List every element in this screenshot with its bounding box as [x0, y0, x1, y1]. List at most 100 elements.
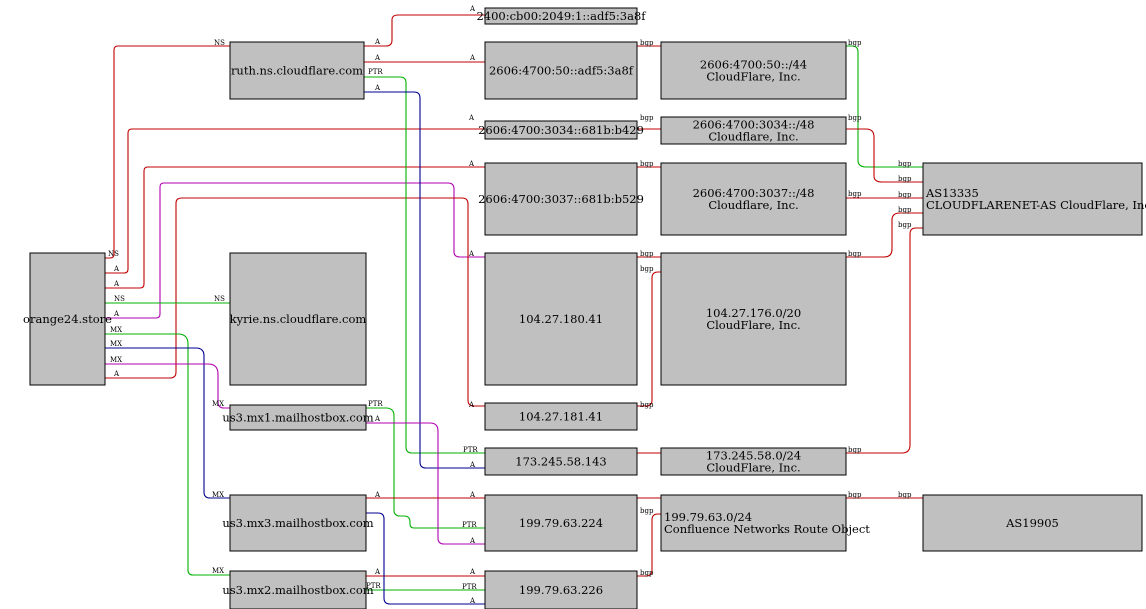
edge-red-4	[105, 197, 485, 407]
node-box	[922, 494, 1143, 552]
node-ip6_ruth_b[interactable]: 2606:4700:50::adf5:3a8f	[484, 41, 638, 100]
edge-label-bgp: bgp	[640, 39, 654, 47]
edge-blue-7	[105, 347, 230, 499]
node-label: 2606:4700:3037::681b:b529	[478, 192, 644, 206]
edge-label-bgp: bgp	[640, 265, 654, 273]
node-ip4_181[interactable]: 104.27.181.41	[484, 402, 638, 431]
node-as19905[interactable]: AS19905	[922, 494, 1143, 552]
edge-blue-12	[364, 91, 485, 469]
edge-label-ptr: PTR	[368, 400, 383, 408]
node-box	[484, 41, 638, 100]
edge-label-bgp: bgp	[640, 160, 654, 168]
node-box	[660, 252, 847, 386]
edge-green-6	[105, 333, 230, 576]
node-box	[660, 116, 847, 145]
nodes-layer: orange24.store ruth.ns.cloudflare.com kyri…	[23, 7, 1146, 609]
node-label: 2606:4700:3037::/48	[693, 186, 815, 200]
node-label: 199.79.63.226	[519, 583, 603, 597]
node-ip6_ruth_a[interactable]: 2400:cb00:2049:1::adf5:3a8f	[476, 7, 646, 25]
edge-red-2	[105, 166, 485, 289]
edge-label-bgp: bgp	[640, 114, 654, 122]
edge-label-bgp: bgp	[898, 491, 912, 499]
node-mx3[interactable]: us3.mx3.mailhostbox.com	[222, 494, 374, 552]
node-ip6_b429[interactable]: 2606:4700:3034::681b:b429	[478, 120, 644, 140]
node-box	[29, 252, 106, 386]
node-orange24[interactable]: orange24.store	[23, 252, 112, 386]
edge-red-29	[846, 128, 923, 183]
node-label: 2400:cb00:2049:1::adf5:3a8f	[476, 9, 646, 23]
node-ip4_226[interactable]: 199.79.63.226	[484, 570, 638, 609]
edge-red-27	[637, 513, 661, 577]
edge-label-mx: MX	[110, 356, 122, 364]
node-ip4_173[interactable]: 173.245.58.143	[484, 447, 638, 476]
node-ip4_180[interactable]: 104.27.180.41	[484, 252, 638, 386]
edge-label-a: A	[113, 280, 120, 288]
node-label: 2606:4700:3034::/48	[693, 118, 815, 132]
edge-red-31	[846, 212, 923, 258]
node-mx2[interactable]: us3.mx2.mailhostbox.com	[222, 570, 374, 609]
edge-label-a: A	[469, 597, 476, 605]
edge-label-a: A	[374, 54, 381, 62]
edge-magenta-8	[105, 363, 230, 409]
node-label: CloudFlare, Inc.	[706, 318, 800, 332]
edge-label-a: A	[468, 250, 475, 258]
edge-magenta-3	[105, 182, 485, 319]
edge-label-a: A	[469, 491, 476, 499]
edge-label-mx: MX	[110, 340, 122, 348]
edge-label-a: A	[468, 114, 475, 122]
edge-label-a: A	[469, 537, 476, 545]
node-box	[922, 162, 1143, 236]
edge-label-bgp: bgp	[848, 250, 862, 258]
node-label: Cloudflare, Inc.	[708, 130, 798, 144]
edge-label-bgp: bgp	[640, 401, 654, 409]
edge-green-11	[364, 76, 485, 454]
node-box	[229, 494, 367, 552]
node-box	[660, 447, 847, 476]
node-label: 199.79.63.0/24	[664, 510, 752, 524]
node-label: CloudFlare, Inc.	[706, 70, 800, 84]
node-label: 173.245.58.0/24	[706, 449, 801, 463]
node-label: CloudFlare, Inc.	[706, 461, 800, 475]
edge-label-bgp: bgp	[898, 175, 912, 183]
node-label: us3.mx2.mailhostbox.com	[222, 583, 373, 597]
edge-label-bgp: bgp	[640, 507, 654, 515]
edge-label-a: A	[374, 84, 381, 92]
node-box	[484, 120, 638, 140]
node-kyrie[interactable]: kyrie.ns.cloudflare.com	[229, 252, 367, 386]
edge-label-ptr: PTR	[462, 521, 477, 529]
node-ruth[interactable]: ruth.ns.cloudflare.com	[229, 41, 365, 100]
node-label: AS13335	[925, 186, 979, 200]
edge-label-bgp: bgp	[640, 569, 654, 577]
node-label: ruth.ns.cloudflare.com	[231, 64, 363, 78]
edge-label-bgp: bgp	[640, 250, 654, 258]
node-box	[660, 162, 847, 236]
edge-label-a: A	[469, 461, 476, 469]
edge-label-a: A	[374, 491, 381, 499]
edge-label-bgp: bgp	[848, 39, 862, 47]
edge-label-mx: MX	[212, 491, 224, 499]
node-label: orange24.store	[23, 312, 112, 326]
node-box	[229, 252, 367, 386]
node-ip4_224[interactable]: 199.79.63.224	[484, 494, 638, 552]
edge-label-mx: MX	[212, 567, 224, 575]
node-ip6_b529[interactable]: 2606:4700:3037::681b:b529	[478, 162, 644, 236]
node-mx1[interactable]: us3.mx1.mailhostbox.com	[222, 404, 374, 431]
node-box	[484, 494, 638, 552]
edge-label-a: A	[113, 310, 120, 318]
edge-label-bgp: bgp	[898, 191, 912, 199]
node-label: us3.mx3.mailhostbox.com	[222, 516, 373, 530]
edge-red-32	[846, 227, 923, 454]
node-box	[660, 41, 847, 100]
edge-label-a: A	[374, 415, 381, 423]
edges-layer	[105, 14, 923, 605]
edge-label-a: A	[374, 38, 381, 46]
node-box	[484, 570, 638, 609]
